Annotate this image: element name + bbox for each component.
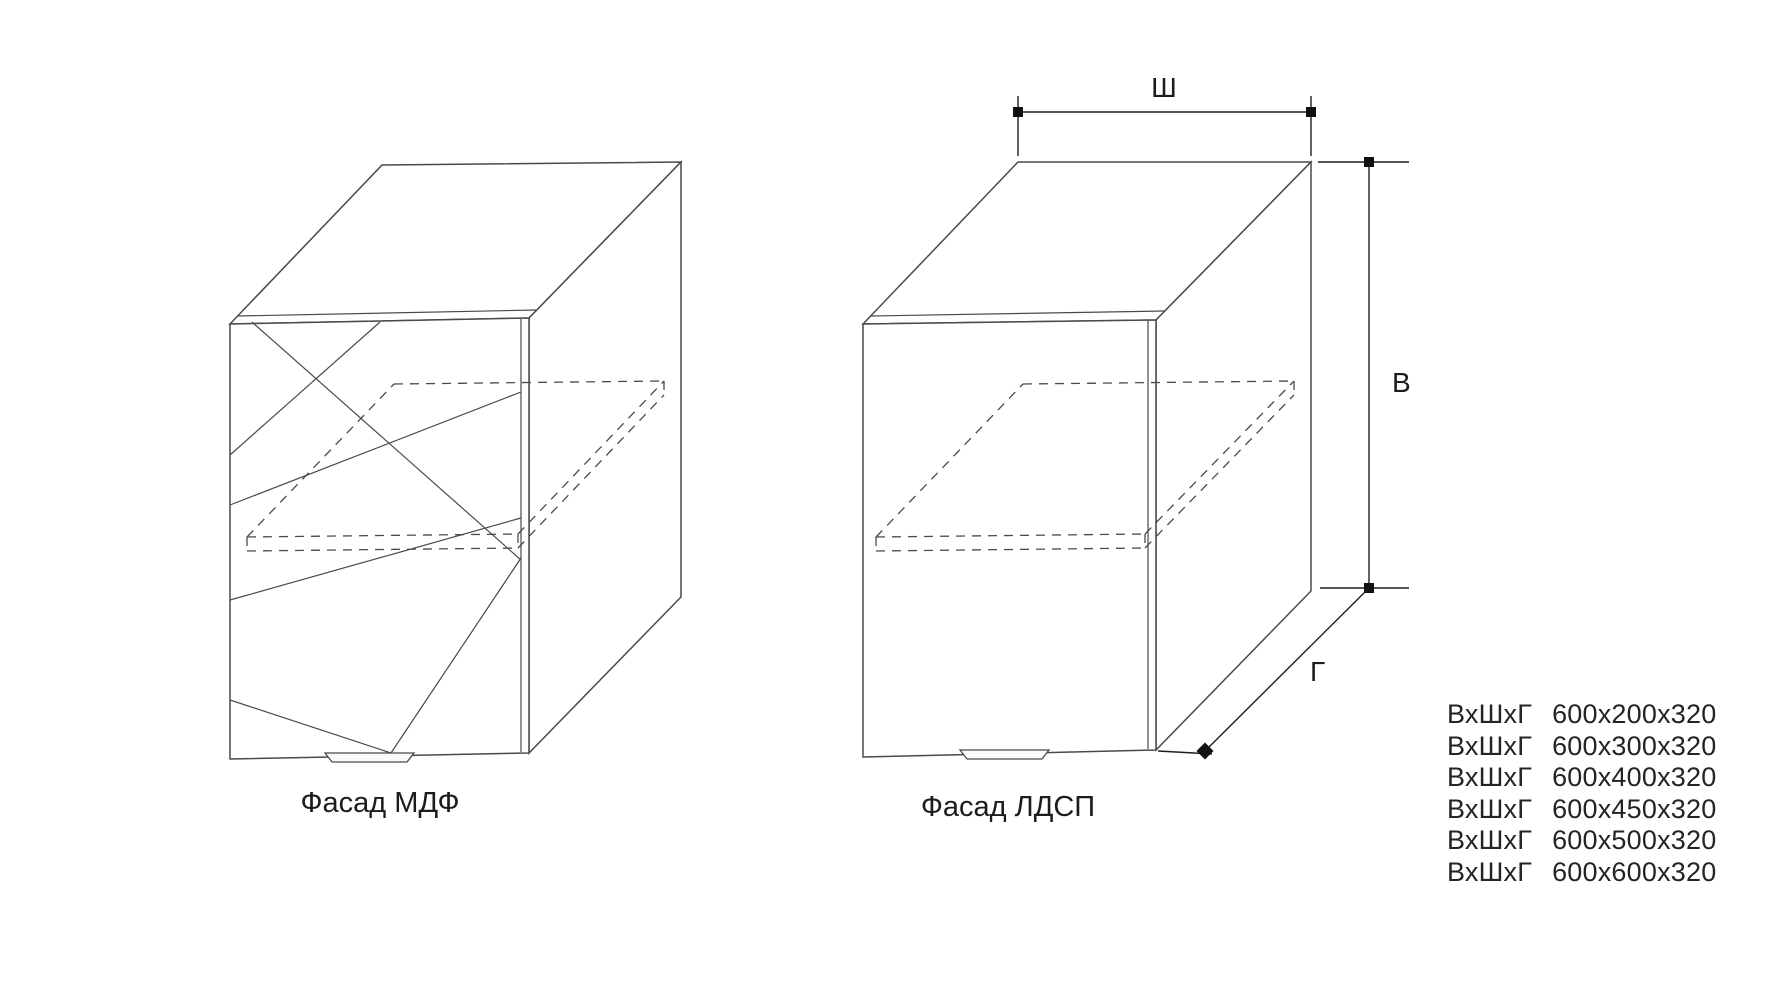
- depth-dimension-label: Г: [1310, 656, 1325, 687]
- size-row-label: ВхШхГ: [1447, 825, 1533, 856]
- shelf-dashed-line: [1022, 380, 1295, 385]
- right-cabinet-front-face: [862, 319, 1157, 758]
- shelf-dashed-line: [246, 383, 395, 538]
- dimension-end-marker-diamond: [1196, 742, 1214, 760]
- shelf-dashed-line: [875, 533, 1146, 538]
- size-row-value: 600х200х320: [1552, 699, 1717, 729]
- shelf-dashed-line: [875, 383, 1024, 538]
- height-dimension-label: В: [1392, 367, 1411, 398]
- size-row-value: 600х400х320: [1552, 762, 1717, 793]
- size-row: ВхШхГ 600х500х320: [1447, 825, 1716, 857]
- right-cabinet-caption: Фасад ЛДСП: [921, 791, 1095, 823]
- dimension-end-marker: [1306, 107, 1316, 117]
- shelf-dashed-line: [246, 533, 519, 538]
- shelf-dashed-line: [1144, 394, 1295, 549]
- size-row: ВхШхГ 600х600х320: [1447, 857, 1716, 889]
- shelf-dashed-line: [875, 547, 1146, 552]
- size-row: ВхШхГ 600х450х320: [1447, 794, 1716, 826]
- size-row-label: ВхШхГ: [1447, 793, 1533, 824]
- shelf-dashed-line: [517, 380, 665, 535]
- left-cabinet-shelf-dashed: [246, 380, 665, 552]
- dimensions: Ш В Г: [1013, 72, 1411, 760]
- left-cabinet-handle: [323, 752, 416, 763]
- size-row: ВхШхГ 600х200х320: [1447, 699, 1716, 731]
- size-row: ВхШхГ 600х300х320: [1447, 731, 1716, 763]
- size-row-label: ВхШхГ: [1447, 856, 1533, 887]
- right-cabinet: Фасад ЛДСП: [861, 160, 1313, 823]
- left-cabinet: Фасад МДФ: [228, 160, 683, 819]
- left-cabinet-front-face: [229, 317, 530, 760]
- mdf-pattern-line: [229, 699, 392, 754]
- mdf-pattern-line: [390, 557, 522, 754]
- size-row-value: 600х450х320: [1552, 793, 1717, 824]
- left-cabinet-top-thickness-line: [237, 309, 537, 317]
- shelf-dashed-line: [517, 394, 665, 549]
- size-row-label: ВхШхГ: [1447, 699, 1533, 729]
- mdf-pattern-line: [229, 321, 381, 456]
- mdf-pattern-line: [229, 517, 522, 601]
- height-dimension: В: [1318, 157, 1411, 593]
- dimension-end-marker: [1013, 107, 1023, 117]
- size-row-value: 600х500х320: [1552, 825, 1717, 856]
- size-row-value: 600х600х320: [1552, 856, 1717, 887]
- size-table: ВхШхГ 600х200х320 ВхШхГ 600х300х320 ВхШх…: [1447, 699, 1716, 889]
- width-dimension: Ш: [1013, 72, 1316, 156]
- right-cabinet-shelf-dashed: [875, 380, 1295, 552]
- size-row-label: ВхШхГ: [1447, 762, 1533, 793]
- right-cabinet-top-thickness-line: [870, 310, 1165, 317]
- left-cabinet-caption: Фасад МДФ: [301, 787, 460, 819]
- mdf-pattern-line: [251, 321, 522, 561]
- shelf-dashed-line: [1144, 380, 1295, 535]
- mdf-pattern: [229, 321, 522, 754]
- shelf-dashed-line: [393, 380, 665, 385]
- size-row-label: ВхШхГ: [1447, 730, 1533, 761]
- depth-dimension: Г: [1157, 587, 1370, 760]
- mdf-pattern-line: [229, 391, 522, 506]
- shelf-dashed-line: [246, 547, 519, 552]
- right-cabinet-handle: [958, 749, 1051, 760]
- dimension-end-marker: [1364, 157, 1374, 167]
- width-dimension-label: Ш: [1151, 72, 1177, 103]
- dimension-line: [1204, 587, 1370, 752]
- size-row: ВхШхГ 600х400х320: [1447, 762, 1716, 794]
- size-row-value: 600х300х320: [1552, 730, 1717, 761]
